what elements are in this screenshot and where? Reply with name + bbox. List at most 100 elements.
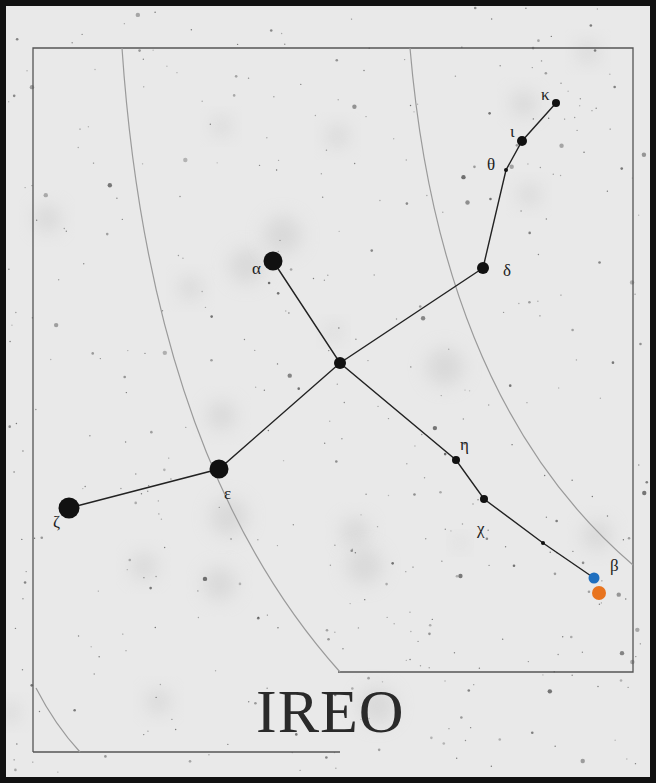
sky-speck [354,163,355,164]
sky-speck [254,350,255,351]
sky-speck [183,158,187,162]
sky-speck [324,280,325,281]
sky-speck [404,59,405,60]
star [210,460,229,479]
sky-speck [125,650,126,651]
sky-speck [627,687,628,688]
sky-speck [590,24,593,27]
sky-speck [322,196,323,197]
sky-speck [64,228,65,229]
sky-speck [179,196,180,197]
sky-speck [143,86,144,87]
sky-speck [147,730,148,731]
sky-speck [448,728,449,729]
sky-speck [646,481,649,484]
sky-speck [11,324,12,325]
sky-speck [78,635,79,636]
sky-speck [639,343,642,346]
sky-speck [477,499,478,500]
sky-speck [144,353,145,354]
sky-speck [518,303,519,304]
sky-speck [425,538,426,539]
sky-speck [607,515,608,516]
sky-speck [597,686,598,687]
sky-speck [335,768,336,769]
sky-speck [334,632,335,633]
sky-speck [325,756,328,759]
sky-speck [36,220,37,221]
sky-speck [21,539,22,540]
constellation-line [483,103,556,268]
sky-speck [555,520,558,523]
sky-speck [175,729,176,730]
grid-arcs [36,48,633,752]
sky-speck [24,581,27,584]
sky-speck [388,495,389,496]
sky-speck [350,549,353,552]
sky-speck [448,349,449,350]
sky-speck [283,460,284,461]
sky-speck [330,565,331,566]
sky-speck [465,200,469,204]
sky-speck [378,749,381,752]
sky-speck [248,701,249,702]
sky-speck [116,198,117,199]
sky-speck [635,763,636,764]
sky-speck [94,69,95,70]
sky-speck [128,559,131,562]
sky-speck [502,638,503,639]
sky-speck [454,652,455,653]
sky-speck [98,656,99,657]
sky-speck [554,573,557,576]
sky-speck [597,8,598,9]
sky-speck [473,684,474,685]
sky-speck [123,376,126,379]
sky-speck [413,493,416,496]
sky-speck [444,680,445,681]
sky-speck [237,44,238,45]
blue-star [589,573,600,584]
sky-speck [106,233,109,236]
sky-speck [583,152,584,153]
sky-haze [146,689,171,714]
sky-speck [630,660,634,664]
sky-speck [82,488,83,489]
sky-speck [370,249,373,252]
sky-speck [460,716,463,719]
star-label: ε [224,485,231,502]
sky-speck [255,387,256,388]
sky-speck [158,500,159,501]
sky-speck [355,552,356,553]
sky-speck [203,577,207,581]
sky-speck [161,518,162,519]
star [480,495,488,503]
sky-speck [270,29,273,32]
sky-speck [166,66,167,67]
sky-speck [464,389,465,390]
sky-speck [612,361,615,364]
sky-speck [545,72,548,75]
sky-speck [601,602,602,603]
sky-speck [560,294,561,295]
sky-haze [346,548,383,585]
sky-speck [609,74,610,75]
sky-speck [391,562,394,565]
sky-speck [541,60,542,61]
sky-speck [327,275,328,276]
sky-speck [66,230,67,231]
sky-speck [149,587,152,590]
sky-speck [108,183,112,187]
sky-speck [277,292,280,295]
sky-speck [463,418,464,419]
sky-haze [453,536,467,550]
star-label: ι [510,123,515,140]
sky-speck [548,689,552,693]
sky-speck [104,755,107,758]
sky-speck [281,33,282,34]
sky-speck [315,115,316,116]
sky-speck [560,83,561,84]
sky-speck [34,538,35,539]
sky-speck [91,352,94,355]
sky-speck [620,679,623,682]
sky-speck [83,263,84,264]
